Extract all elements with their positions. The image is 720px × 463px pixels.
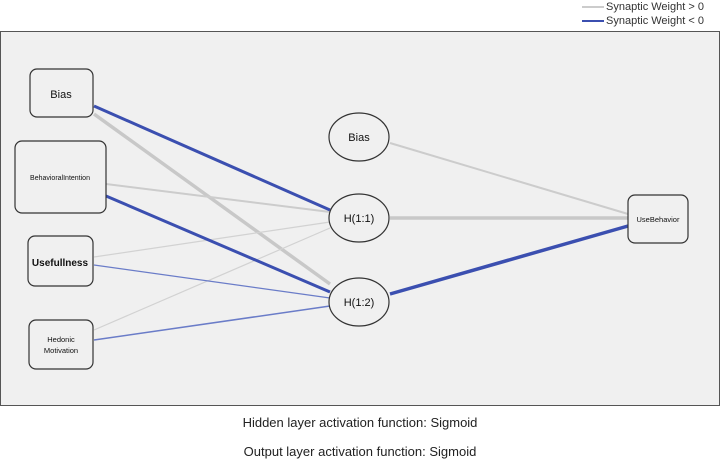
conn-hedonicmotivation-h12 xyxy=(93,305,331,341)
conn-h12-usebehavior xyxy=(389,224,629,296)
node-hedonic-motivation: Hedonic Motivation xyxy=(28,319,94,370)
node-label-hedonic-line1: Hedonic xyxy=(47,335,75,344)
node-box xyxy=(14,140,107,214)
output-activation-caption: Output layer activation function: Sigmoi… xyxy=(243,444,477,459)
legend-item-negative: Synaptic Weight < 0 xyxy=(580,14,720,28)
conn-behavioralintention-h11 xyxy=(105,183,331,213)
conn-bias-h12 xyxy=(92,112,332,286)
legend-item-positive: Synaptic Weight > 0 xyxy=(580,0,720,14)
node-label-h11: H(1:1) xyxy=(344,213,375,225)
node-h12: H(1:2) xyxy=(328,277,390,327)
node-label-output: UseBehavior xyxy=(637,215,680,224)
legend-swatch-positive xyxy=(582,6,604,8)
node-ellipse xyxy=(328,193,390,243)
node-hidden-bias: Bias xyxy=(328,112,390,162)
conn-bias-h11 xyxy=(93,104,331,212)
node-ellipse xyxy=(328,112,390,162)
conn-hiddenbias-usebehavior xyxy=(389,142,629,215)
node-box xyxy=(627,194,689,244)
node-box xyxy=(28,319,94,370)
node-label-input-bias: Bias xyxy=(50,89,72,101)
legend-swatch-negative xyxy=(582,20,604,22)
node-label-usefullness: Usefullness xyxy=(32,258,89,269)
node-output-usebehavior: UseBehavior xyxy=(627,194,689,244)
node-label-hidden-bias: Bias xyxy=(348,132,370,144)
legend: Synaptic Weight > 0 Synaptic Weight < 0 xyxy=(580,0,720,30)
legend-label-positive: Synaptic Weight > 0 xyxy=(606,1,704,13)
legend-label-negative: Synaptic Weight < 0 xyxy=(606,15,704,27)
node-box xyxy=(29,68,94,118)
node-box xyxy=(27,235,94,287)
node-usefullness: Usefullness xyxy=(27,235,94,287)
node-label-h12: H(1:2) xyxy=(344,297,375,309)
conn-usefullness-h12 xyxy=(93,264,331,299)
node-behavioral-intention: BehavioralIntention xyxy=(14,140,107,214)
node-input-bias: Bias xyxy=(29,68,94,118)
node-ellipse xyxy=(328,277,390,327)
conn-usefullness-h11 xyxy=(93,221,331,258)
node-h11: H(1:1) xyxy=(328,193,390,243)
node-label-behavioral-intention: BehavioralIntention xyxy=(30,175,90,182)
conn-hedonicmotivation-h11 xyxy=(93,227,331,331)
hidden-activation-caption: Hidden layer activation function: Sigmoi… xyxy=(242,415,478,430)
conn-behavioralintention-h12 xyxy=(105,194,331,294)
node-label-hedonic-line2: Motivation xyxy=(44,346,78,355)
